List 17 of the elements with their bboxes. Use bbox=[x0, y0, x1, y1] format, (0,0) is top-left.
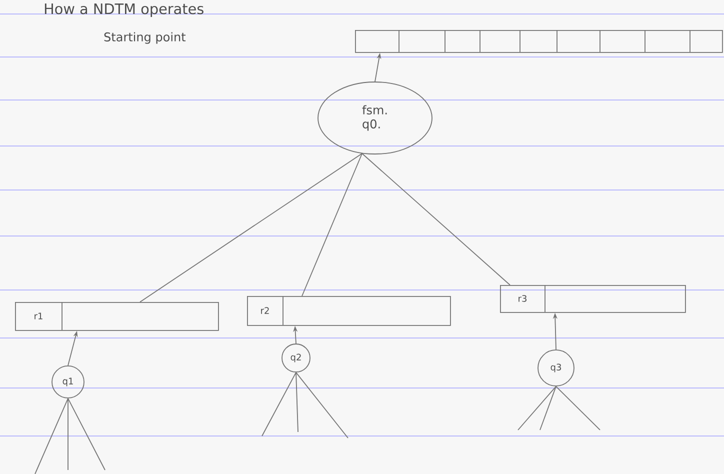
line bbox=[540, 386, 556, 430]
line bbox=[262, 372, 296, 436]
tape bbox=[355, 30, 723, 53]
tape: r1 bbox=[15, 302, 219, 331]
line bbox=[34, 398, 68, 474]
line bbox=[518, 386, 556, 430]
tape: r3 bbox=[500, 284, 686, 313]
label: Starting point bbox=[104, 32, 186, 44]
tape: r2 bbox=[247, 296, 451, 326]
title: How a NDTM operates bbox=[44, 4, 204, 18]
line bbox=[140, 153, 363, 302]
line bbox=[68, 398, 106, 470]
line bbox=[362, 153, 510, 286]
line bbox=[296, 372, 298, 432]
line bbox=[296, 372, 348, 438]
line bbox=[556, 386, 600, 430]
line bbox=[302, 153, 363, 296]
